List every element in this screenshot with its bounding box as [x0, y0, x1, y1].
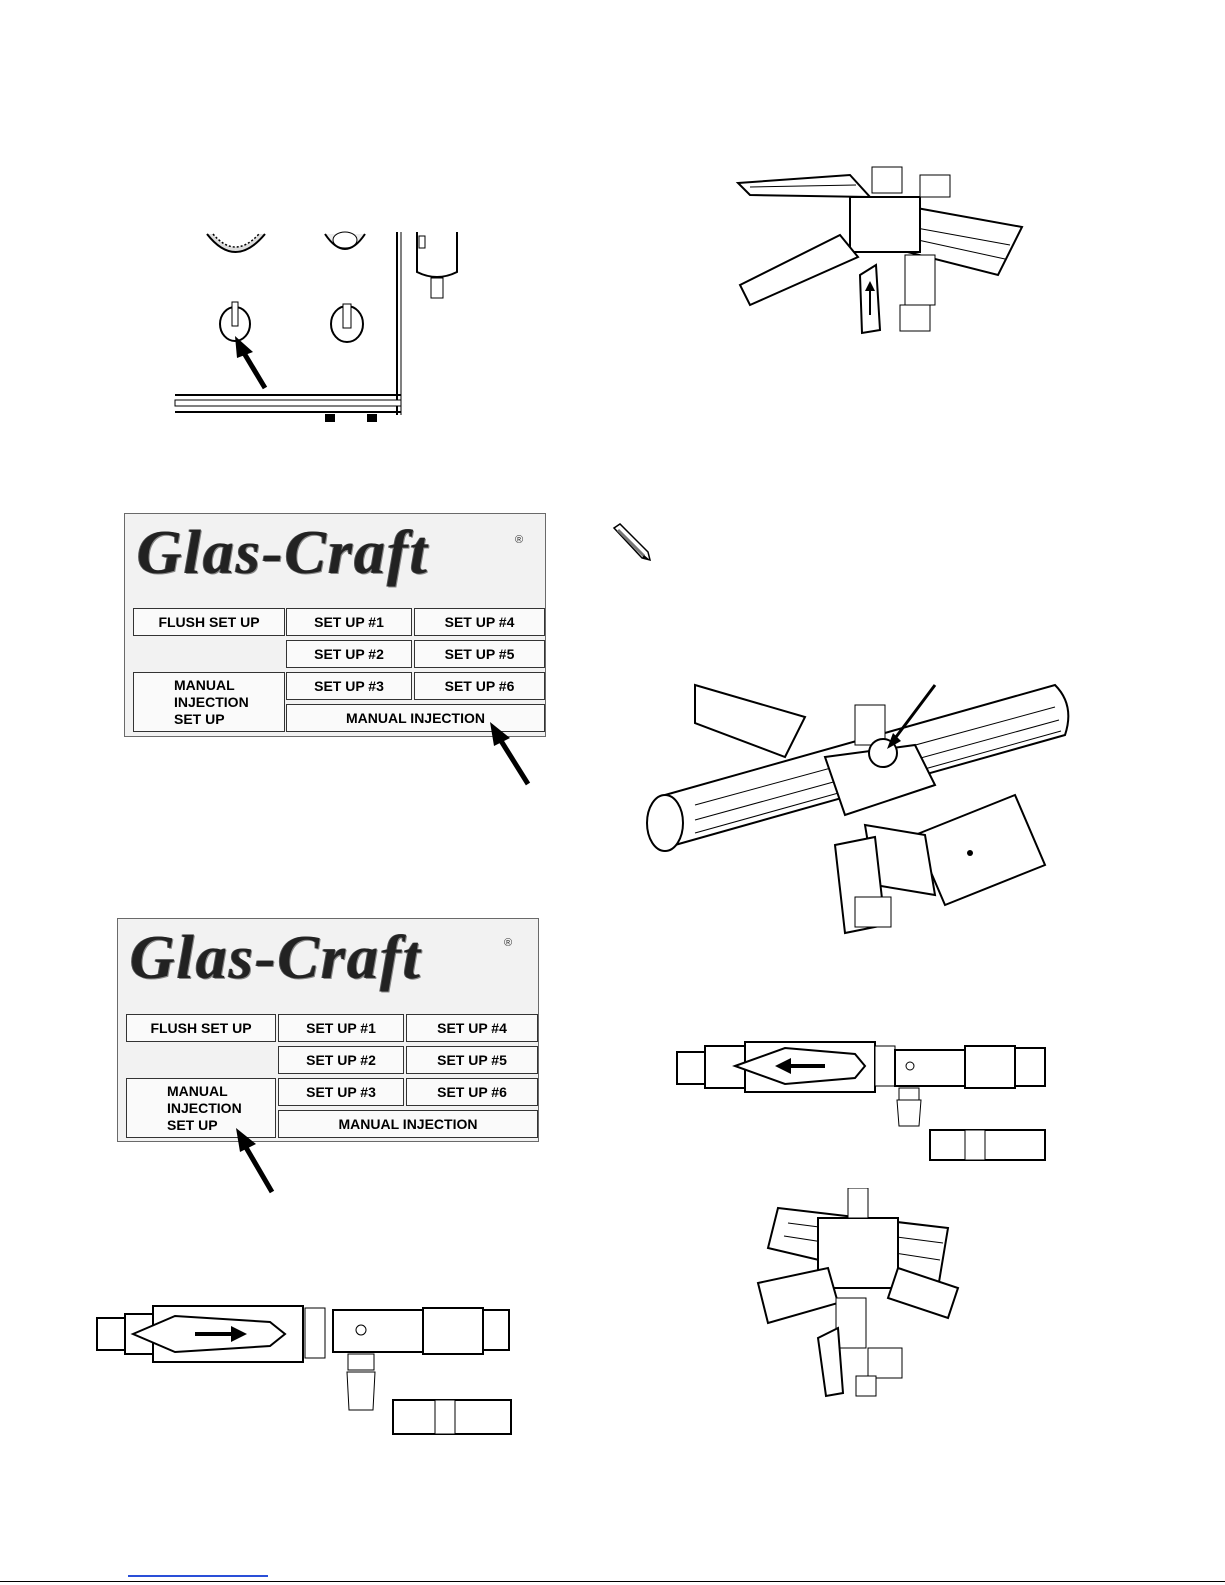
ball-valve-figure-left — [675, 1030, 1055, 1165]
setup-6-button[interactable]: SET UP #6 — [414, 672, 545, 700]
ball-valve-figure-right — [95, 1300, 515, 1440]
gun-valve-figure-2 — [748, 1188, 968, 1403]
manual-injection-setup-line2: INJECTION — [167, 1100, 242, 1117]
pointer-arrow-icon — [235, 336, 265, 388]
registered-mark: ® — [504, 937, 512, 949]
setup-2-button[interactable]: SET UP #2 — [286, 640, 412, 668]
manual-injection-setup-line3: SET UP — [174, 711, 225, 728]
footer-link-underline[interactable] — [128, 1575, 268, 1577]
setup-6-button[interactable]: SET UP #6 — [406, 1078, 538, 1106]
setup-4-button[interactable]: SET UP #4 — [414, 608, 545, 636]
flush-setup-button[interactable]: FLUSH SET UP — [126, 1014, 276, 1042]
manual-injection-setup-line1: MANUAL — [167, 1083, 228, 1100]
control-panel-2: Glas-Craft ® FLUSH SET UP SET UP #1 SET … — [117, 918, 539, 1142]
glas-craft-logo: Glas-Craft — [130, 923, 422, 994]
setup-3-button[interactable]: SET UP #3 — [278, 1078, 404, 1106]
control-panel-1: Glas-Craft ® FLUSH SET UP SET UP #1 SET … — [124, 513, 546, 737]
pointer-arrow-icon — [480, 710, 540, 790]
setup-1-button[interactable]: SET UP #1 — [286, 608, 412, 636]
gun-assembly-figure — [635, 665, 1075, 955]
pencil-note-icon — [610, 522, 655, 562]
footer-rule — [0, 1581, 1225, 1582]
setup-1-button[interactable]: SET UP #1 — [278, 1014, 404, 1042]
pointer-arrow-icon — [228, 1120, 288, 1200]
setup-3-button[interactable]: SET UP #3 — [286, 672, 412, 700]
flush-setup-button[interactable]: FLUSH SET UP — [133, 608, 285, 636]
control-box-figure — [165, 220, 485, 440]
manual-injection-setup-line1: MANUAL — [174, 677, 235, 694]
gun-valve-figure-1 — [730, 155, 1030, 345]
selector-knob-left — [220, 302, 250, 341]
setup-5-button[interactable]: SET UP #5 — [406, 1046, 538, 1074]
setup-4-button[interactable]: SET UP #4 — [406, 1014, 538, 1042]
manual-injection-setup-button[interactable]: MANUAL INJECTION SET UP — [133, 672, 285, 732]
glas-craft-logo: Glas-Craft — [137, 518, 429, 589]
setup-2-button[interactable]: SET UP #2 — [278, 1046, 404, 1074]
manual-injection-setup-line3: SET UP — [167, 1117, 218, 1134]
registered-mark: ® — [515, 534, 523, 546]
manual-injection-setup-line2: INJECTION — [174, 694, 249, 711]
setup-5-button[interactable]: SET UP #5 — [414, 640, 545, 668]
manual-injection-button[interactable]: MANUAL INJECTION — [278, 1110, 538, 1138]
